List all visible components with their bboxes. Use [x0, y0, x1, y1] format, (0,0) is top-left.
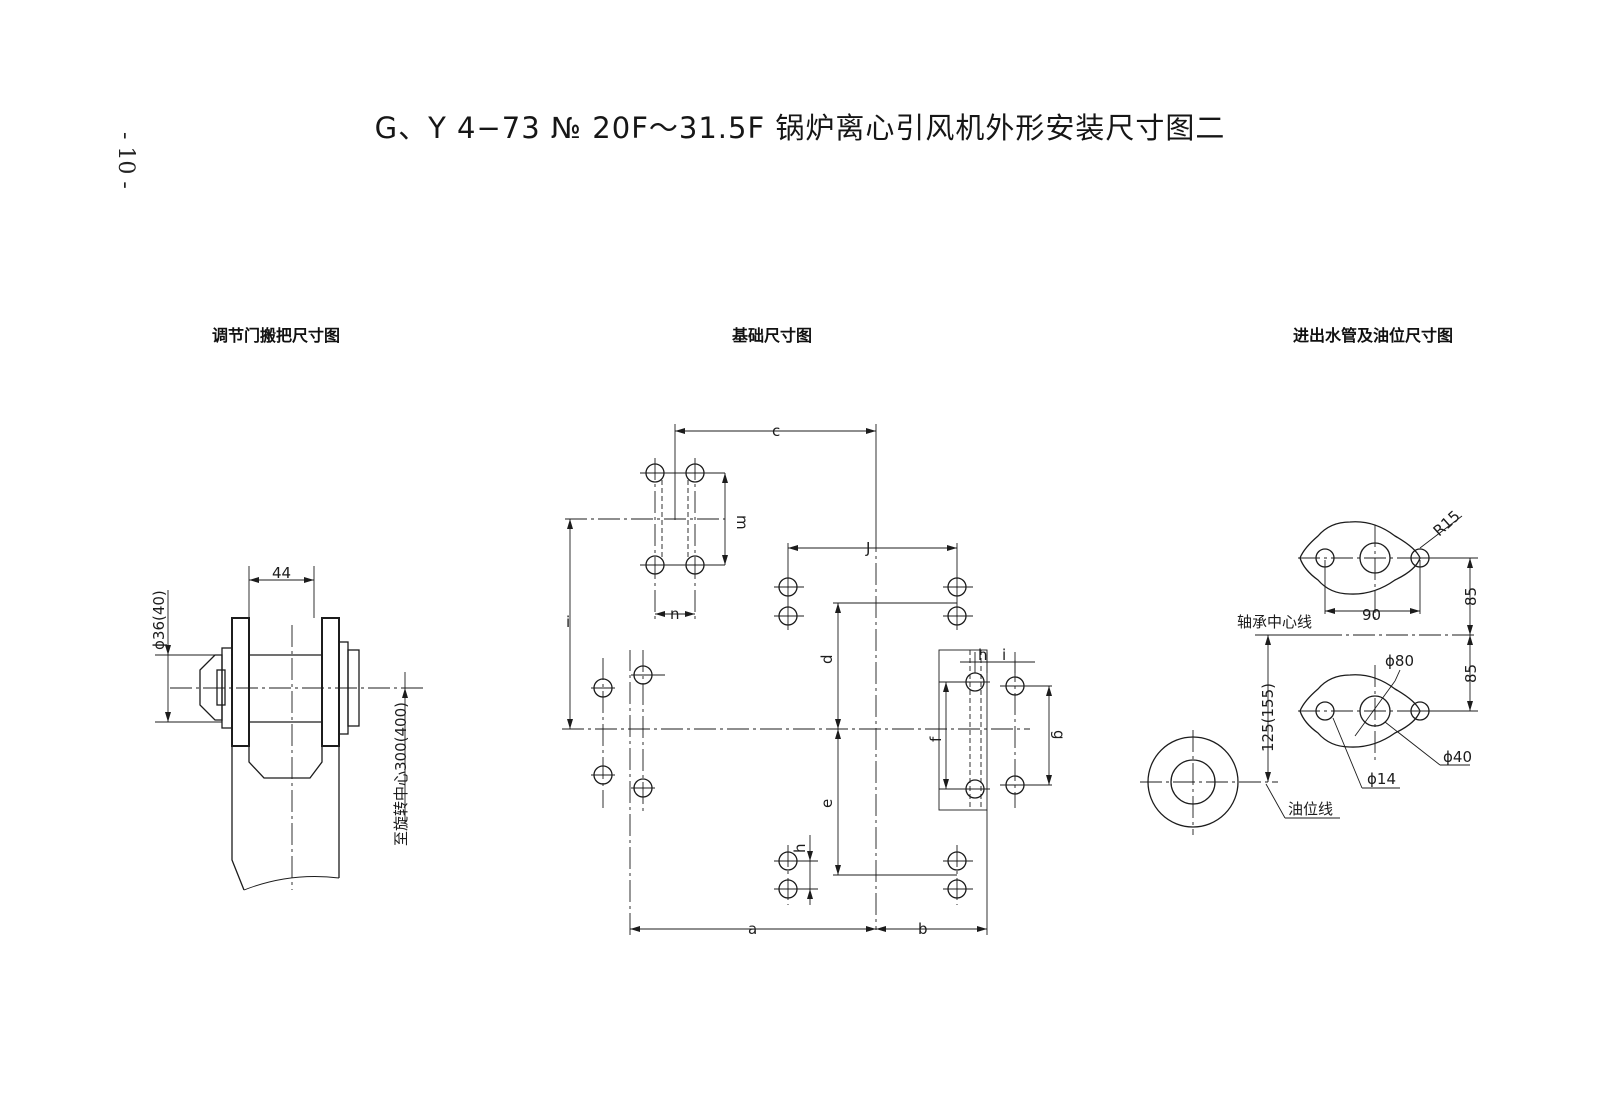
dim-g-label: g — [1050, 730, 1068, 740]
dim-phi80-label: ϕ80 — [1385, 652, 1414, 670]
handle-left-plate — [231, 617, 250, 747]
dim-i-arrow-top — [567, 519, 573, 529]
dim-i2-label: i — [1002, 646, 1006, 664]
dim-h2-arrow-top — [807, 851, 813, 861]
page-number: - 10 - — [113, 131, 138, 189]
dim-85-arrow-2 — [1467, 625, 1473, 635]
bearing-center-label: 轴承中心线 — [1237, 613, 1312, 631]
dim-e-arrow-bottom — [835, 865, 841, 875]
handle-left-washer — [221, 647, 233, 729]
dim-n-label: n — [670, 605, 680, 623]
dim-90-arrow-right — [1410, 608, 1420, 614]
dim-n-arrow-left — [655, 611, 665, 617]
pipes-panel-title: 进出水管及油位尺寸图 — [1293, 326, 1454, 345]
dim-85-top-label: 85 — [1462, 587, 1480, 606]
dim-e-label: e — [818, 799, 836, 808]
dim-125-arrow-bottom — [1265, 772, 1271, 782]
handle-right-nut — [347, 649, 360, 727]
dim-44-label: 44 — [272, 564, 291, 582]
dim-phi80-leader — [1394, 669, 1401, 682]
dim-d-arrow-top — [835, 603, 841, 613]
dim-h-label: h — [978, 646, 988, 664]
dim-90-label: 90 — [1362, 606, 1381, 624]
handle-right-plate — [321, 617, 340, 747]
dim-center-arrow — [402, 688, 408, 698]
dim-m-arrow-top — [722, 473, 728, 483]
dim-d-label: d — [818, 654, 836, 664]
handle-lever-end — [243, 876, 340, 891]
handle-hub — [199, 654, 223, 721]
handle-panel-title: 调节门搬把尺寸图 — [212, 326, 341, 345]
dim-a-label: a — [748, 920, 757, 938]
dim-44-arrow-right — [304, 577, 314, 583]
handle-lever — [231, 746, 340, 891]
dim-j-arrow-left — [788, 545, 798, 551]
dim-90-arrow-left — [1325, 608, 1335, 614]
dim-c-label: c — [772, 422, 780, 440]
dim-r15-label: R15 — [1430, 507, 1464, 540]
dim-m-arrow-bottom — [722, 555, 728, 565]
dim-center-label: 至旋转中心300(400) — [392, 702, 410, 846]
dim-r15-leader — [1419, 515, 1463, 549]
dim-125-arrow-top — [1265, 635, 1271, 645]
dim-44-arrow-left — [249, 577, 259, 583]
dim-phi40-label: ϕ40 — [1443, 748, 1472, 766]
dim-phi14-label: ϕ14 — [1367, 770, 1396, 788]
dim-e-arrow-top — [835, 729, 841, 739]
dim-i-label: i — [566, 613, 570, 631]
oil-level-label: 油位线 — [1288, 800, 1333, 818]
handle-key — [216, 669, 226, 706]
dim-d-arrow-bottom — [835, 719, 841, 729]
handle-drawing: 44 ϕ36(40) 至旋转中心300(400) — [150, 564, 425, 891]
dim-c-arrow-left — [675, 428, 685, 434]
dim-c-arrow-right — [866, 428, 876, 434]
dim-i-arrow-bottom — [567, 719, 573, 729]
dim-85-arrow-1 — [1467, 558, 1473, 568]
dim-85-bottom-label: 85 — [1462, 664, 1480, 683]
pipes-drawing: R15 90 85 85 轴承中心线 — [1140, 507, 1480, 835]
dim-m-label: m — [733, 515, 751, 530]
dim-phi40-leader — [1384, 721, 1441, 766]
flange-top — [1299, 521, 1421, 595]
flange-bottom — [1299, 674, 1421, 748]
dim-h2-label: h — [791, 843, 809, 853]
dim-h2-arrow-bottom — [807, 889, 813, 899]
right-bracket-outline — [938, 649, 988, 811]
dim-n-arrow-right — [685, 611, 695, 617]
dim-125-label: 125(155) — [1259, 683, 1277, 752]
dim-b-arrow-right — [977, 926, 987, 932]
dim-g-arrow-top — [1046, 686, 1052, 696]
dim-b-arrow-left — [876, 926, 886, 932]
oil-level-leader — [1265, 783, 1286, 819]
dim-g-arrow-bottom — [1046, 775, 1052, 785]
dim-a-arrow-left — [630, 926, 640, 932]
dim-85-arrow-3 — [1467, 635, 1473, 645]
dim-phi36-arrow-bottom — [165, 712, 171, 722]
dim-f-label: f — [927, 736, 945, 742]
dim-phi14-leader — [1332, 717, 1363, 789]
dim-phi36-arrow-top — [165, 645, 171, 655]
dim-b-label: b — [918, 920, 928, 938]
sheet-title: G、Y 4−73 № 20F～31.5F 锅炉离心引风机外形安装尺寸图二 — [374, 111, 1226, 145]
dim-a-arrow-right — [866, 926, 876, 932]
foundation-drawing: m n c i — [562, 422, 1068, 938]
foundation-panel-title: 基础尺寸图 — [732, 326, 813, 345]
dim-j-label: J — [865, 539, 870, 557]
dim-j-arrow-right — [947, 545, 957, 551]
dim-phi36-label: ϕ36(40) — [150, 590, 168, 650]
dim-phi80-line — [1354, 680, 1396, 737]
dim-f-arrow-bottom — [943, 779, 949, 789]
dim-f-arrow-top — [943, 682, 949, 692]
dim-85-arrow-4 — [1467, 701, 1473, 711]
